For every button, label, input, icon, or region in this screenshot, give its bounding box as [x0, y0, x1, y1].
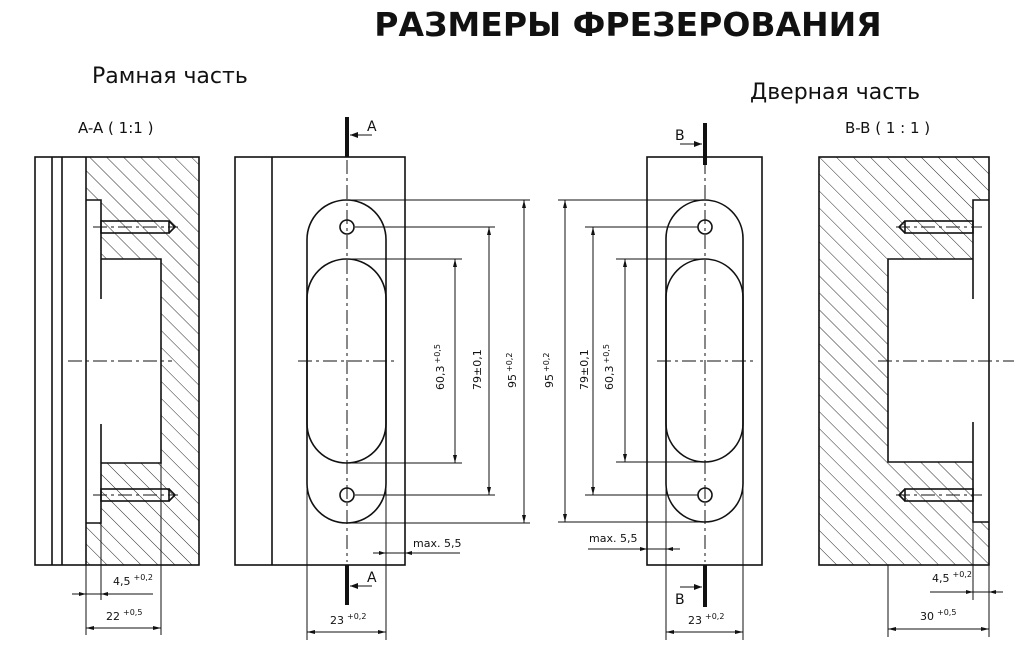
dim-tol: +0,2: [705, 612, 724, 621]
svg-text:23+0,2: 23+0,2: [688, 612, 724, 627]
svg-text:4,5+0,2: 4,5+0,2: [932, 570, 972, 585]
svg-text:23+0,2: 23+0,2: [330, 612, 366, 627]
door-part-label: Дверная часть: [750, 80, 920, 105]
vertical-dimensions: 60,3 +0,5 79±0,1 95 +0,2 95 +0,2 79±0,1 60,…: [347, 199, 705, 524]
pin-hole-bottom: [896, 488, 982, 502]
dim-holes-b: 79±0,1: [578, 349, 591, 390]
section-marker-b-bottom: B: [675, 592, 685, 608]
dim-overall-b: 95: [543, 374, 556, 388]
dim-tol: +0,2: [134, 573, 153, 582]
door-plate-view: B B 23+0,2 max. 5,5: [588, 123, 763, 640]
dim-overall-a: 95: [506, 374, 519, 388]
svg-text:60,3+0,5: 60,3 +0,5: [602, 344, 616, 390]
dim-slot-b: 60,3: [603, 366, 616, 391]
dim-width-b: 23: [688, 614, 702, 627]
dim-tol: +0,2: [953, 570, 972, 579]
section-marker-b-top: B: [675, 128, 685, 144]
svg-text:4,5+0,2: 4,5+0,2: [113, 573, 153, 588]
dim-tol: +0,5: [123, 608, 142, 617]
pin-hole-bottom: [93, 488, 178, 502]
dim-width-a: 23: [330, 614, 344, 627]
section-a-label: A-A ( 1:1 ): [78, 119, 153, 137]
svg-text:22+0,5: 22+0,5: [106, 608, 142, 623]
dim-offset-b: max. 5,5: [589, 532, 637, 545]
dim-tol: +0,2: [542, 353, 551, 372]
dim-holes-a: 79±0,1: [471, 349, 484, 390]
section-b-b-view: 4,5+0,2 30+0,5: [818, 156, 1014, 637]
page-title: РАЗМЕРЫ ФРЕЗЕРОВАНИЯ: [374, 5, 881, 44]
frame-plate-view: A A 23+0,2 max. 5,5: [234, 117, 461, 640]
pin-hole-top: [93, 220, 178, 234]
dim-pocket-depth-a: 22: [106, 610, 120, 623]
svg-text:95+0,2: 95 +0,2: [542, 353, 556, 388]
pin-hole-top: [896, 220, 982, 234]
section-a-a-view: 4,5+0,2 22+0,5: [34, 156, 200, 635]
dim-recess-depth-a: 4,5: [113, 575, 131, 588]
dim-tol: +0,2: [505, 353, 514, 372]
section-marker-a-top: A: [367, 119, 377, 135]
dim-tol: +0,2: [347, 612, 366, 621]
dim-recess-depth-b: 4,5: [932, 572, 950, 585]
dim-tol: +0,5: [602, 344, 611, 363]
dim-tol: +0,5: [937, 608, 956, 617]
section-marker-a-bottom: A: [367, 570, 377, 586]
frame-part-label: Рамная часть: [92, 64, 248, 89]
svg-text:95+0,2: 95 +0,2: [505, 353, 519, 388]
dim-tol: +0,5: [433, 344, 442, 363]
section-b-label: B-B ( 1 : 1 ): [845, 119, 930, 137]
svg-text:30+0,5: 30+0,5: [920, 608, 956, 623]
dim-slot-a: 60,3: [434, 366, 447, 391]
svg-text:60,3+0,5: 60,3 +0,5: [433, 344, 447, 390]
dim-pocket-depth-b: 30: [920, 610, 934, 623]
dim-offset-a: max. 5,5: [413, 537, 461, 550]
